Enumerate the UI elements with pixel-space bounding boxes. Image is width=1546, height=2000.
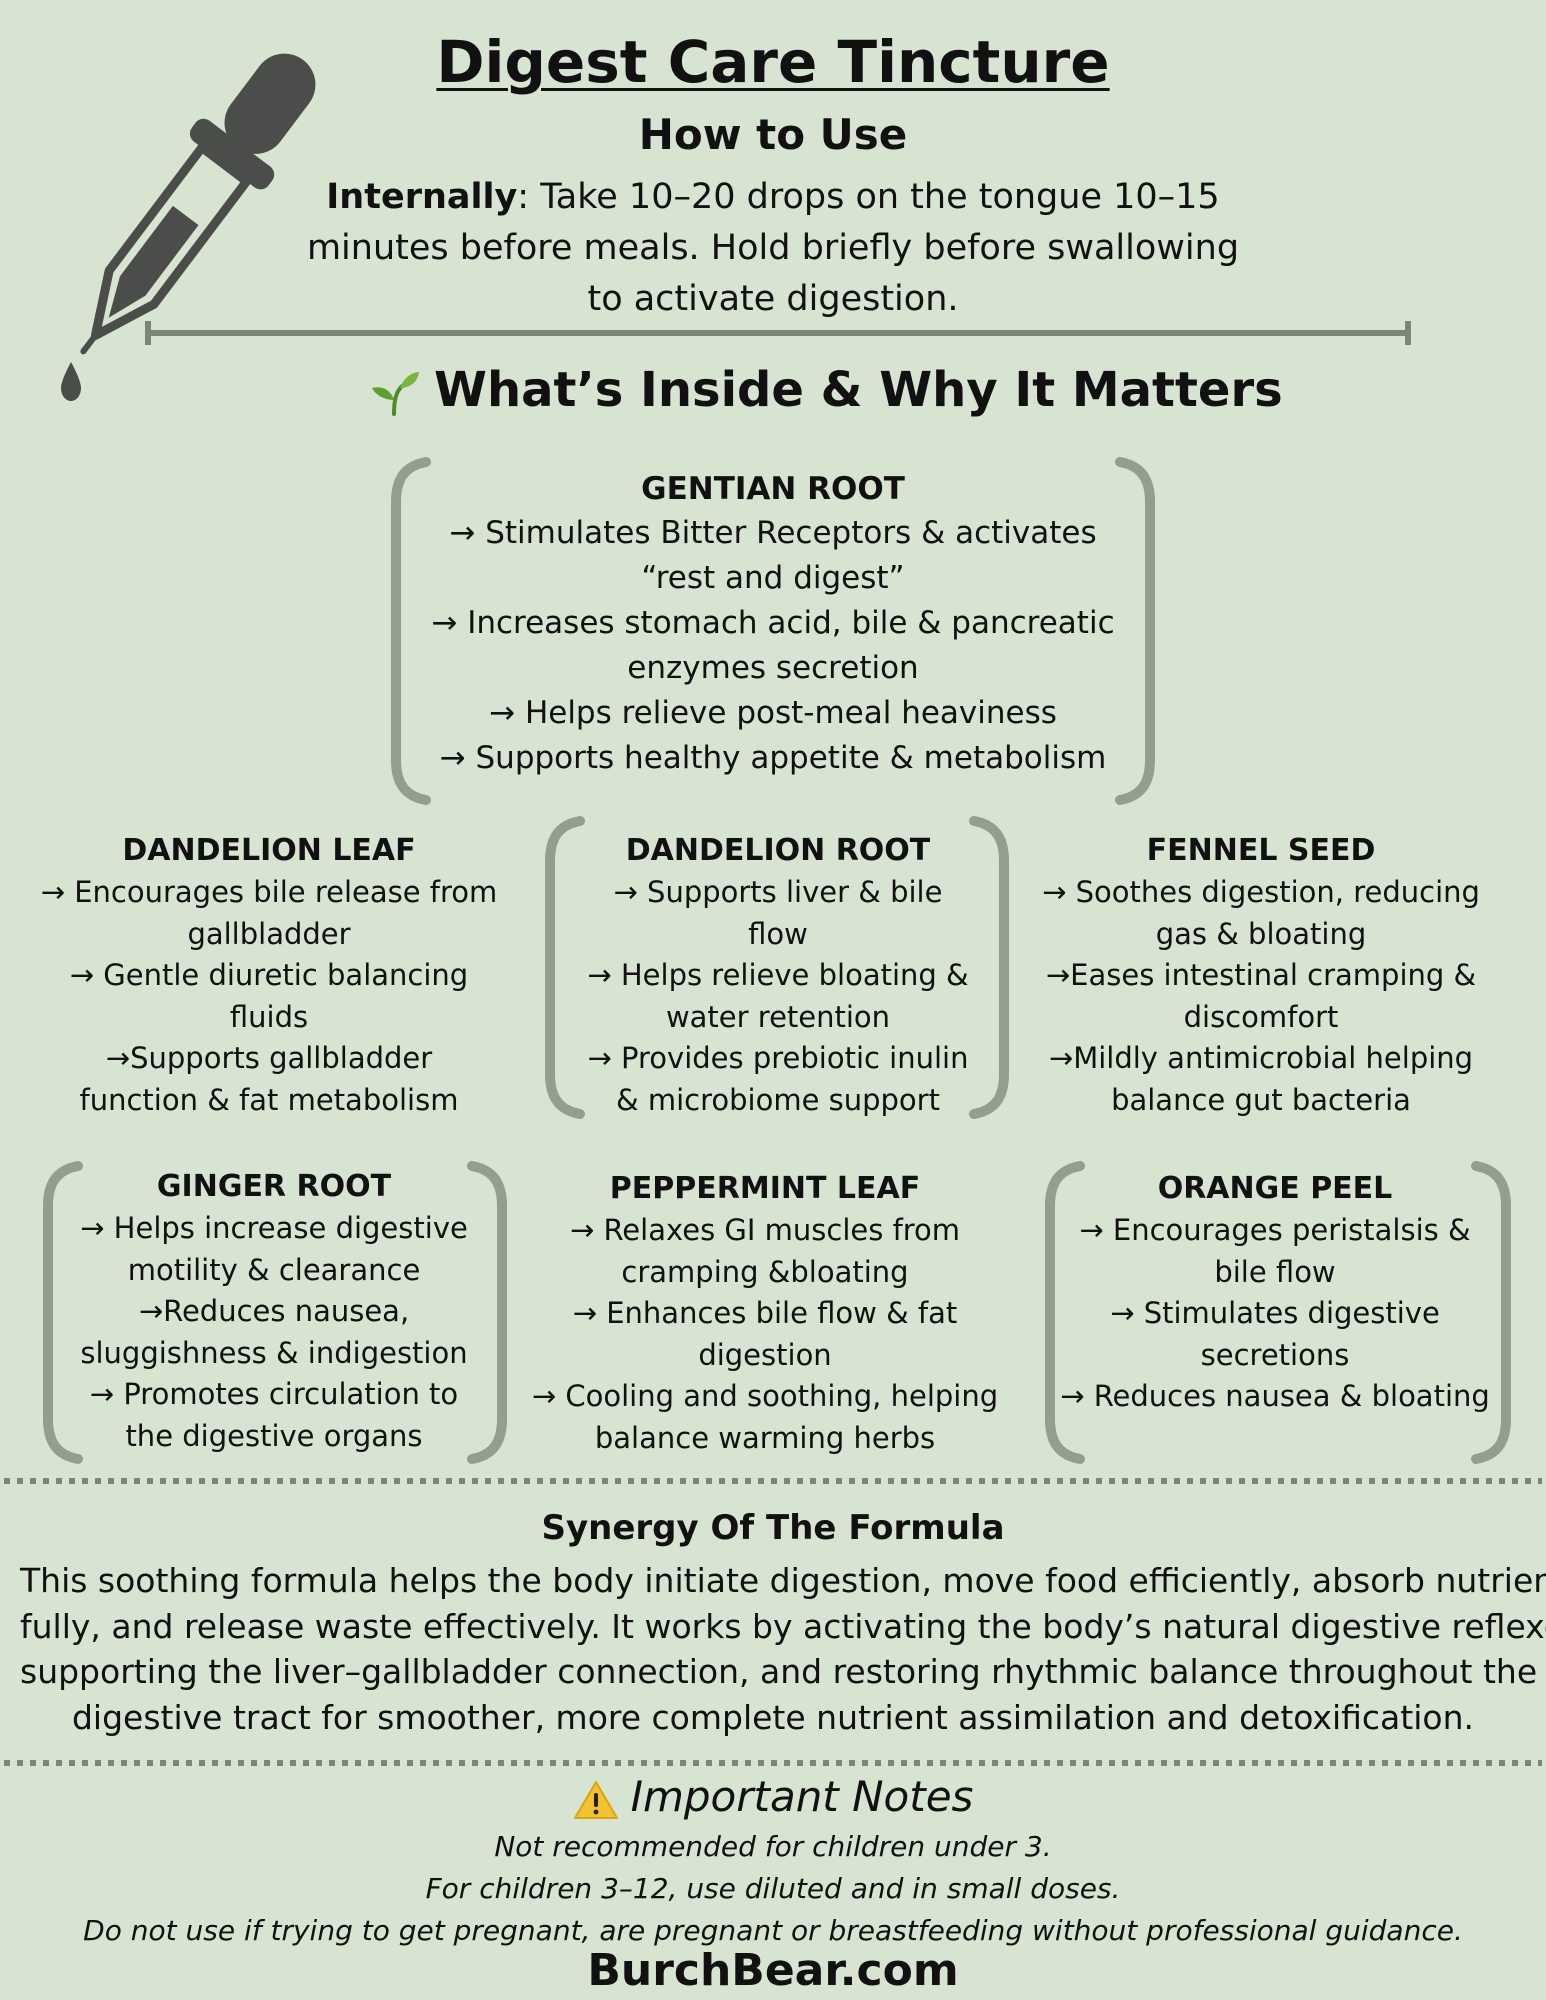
herb-benefit: → Provides prebiotic inulin — [587, 1041, 969, 1075]
herb-benefit: sluggishness & indigestion — [80, 1335, 468, 1370]
bracket-right — [969, 816, 1009, 1119]
section-divider — [145, 321, 1411, 345]
usage-line-2: minutes before meals. Hold briefly befor… — [306, 228, 1240, 268]
synergy-text: This soothing formula helps the body ini… — [20, 1558, 1546, 1740]
sprout-icon — [372, 372, 419, 416]
bracket-right — [1115, 457, 1155, 805]
herb-name: ORANGE PEEL — [1157, 1171, 1393, 1206]
synergy-line: fully, and release waste effectively. It… — [20, 1606, 1546, 1646]
herb-benefit: gallbladder — [187, 916, 351, 951]
herb-name: GINGER ROOT — [156, 1169, 392, 1204]
herb-benefit: → Increases stomach acid, bile & pancrea… — [431, 605, 1115, 641]
herb-benefit: the digestive organs — [125, 1418, 423, 1453]
inside-heading: What’s Inside & Why It Matters — [370, 362, 1283, 418]
dotted-divider — [4, 1478, 1542, 1484]
herb-benefit: →Mildly antimicrobial helping — [1048, 1041, 1474, 1075]
herb-benefit: secretions — [1200, 1337, 1350, 1372]
herb-benefit: balance gut bacteria — [1111, 1082, 1411, 1117]
herb-name: GENTIAN ROOT — [641, 471, 905, 507]
page-title: Digest Care Tincture — [436, 28, 1110, 96]
herb-benefit: water retention — [665, 999, 891, 1034]
herb-card-fennel-seed: FENNEL SEED → Soothes digestion, reducin… — [1030, 830, 1492, 1121]
herb-card-dandelion-root: DANDELION ROOT → Supports liver & bile f… — [560, 830, 996, 1121]
herb-card-ginger-root: GINGER ROOT → Helps increase digestive m… — [64, 1166, 484, 1457]
herb-card-gentian-root: GENTIAN ROOT → Stimulates Bitter Recepto… — [400, 467, 1146, 781]
herb-benefit: → Encourages peristalsis & — [1079, 1213, 1471, 1247]
herb-benefit: digestion — [698, 1337, 832, 1372]
important-notes: Not recommended for children under 3. Fo… — [20, 1826, 1526, 1952]
herb-benefit: →Reduces nausea, — [138, 1294, 410, 1328]
note-line: Do not use if trying to get pregnant, ar… — [83, 1914, 1463, 1947]
herb-benefit: motility & clearance — [127, 1252, 421, 1287]
herb-card-orange-peel: ORANGE PEEL → Encourages peristalsis & b… — [1060, 1168, 1490, 1418]
herb-benefit: →Supports gallbladder — [105, 1041, 433, 1075]
bracket-left — [545, 816, 585, 1119]
herb-benefit: → Supports liver & bile — [613, 875, 943, 909]
herb-benefit: → Supports healthy appetite & metabolism — [439, 740, 1107, 776]
herb-benefit: → Stimulates digestive — [1110, 1296, 1440, 1330]
herb-benefit: → Enhances bile flow & fat — [572, 1296, 958, 1330]
herb-benefit: → Cooling and soothing, helping — [531, 1379, 999, 1413]
synergy-line: digestive tract for smoother, more compl… — [71, 1697, 1474, 1737]
usage-line-3: to activate digestion. — [587, 279, 959, 319]
herb-benefit: function & fat metabolism — [79, 1082, 459, 1117]
bracket-left — [1045, 1161, 1085, 1464]
note-line: Not recommended for children under 3. — [494, 1830, 1052, 1863]
herb-benefit: fluids — [229, 999, 309, 1034]
usage-lead: Internally — [326, 177, 518, 217]
important-notes-heading: Important Notes — [400, 1772, 1146, 1821]
herb-benefit: → Stimulates Bitter Receptors & activate… — [449, 515, 1097, 551]
synergy-line: This soothing formula helps the body ini… — [20, 1561, 1546, 1600]
herb-card-dandelion-leaf: DANDELION LEAF → Encourages bile release… — [30, 830, 508, 1121]
dropper-icon — [61, 53, 316, 401]
warning-icon — [573, 1780, 618, 1819]
herb-benefit: flow — [748, 916, 808, 951]
herb-benefit: → Helps increase digestive — [80, 1211, 468, 1245]
herb-benefit: “rest and digest” — [641, 560, 905, 596]
how-to-use-heading: How to Use — [638, 110, 908, 159]
herb-benefit: → Encourages bile release from — [40, 875, 498, 909]
herb-benefit: enzymes secretion — [627, 650, 919, 686]
usage-line-1: : Take 10–20 drops on the tongue 10–15 — [517, 177, 1220, 217]
herb-benefit: discomfort — [1183, 999, 1339, 1034]
herb-benefit: → Reduces nausea & bloating — [1060, 1379, 1490, 1413]
herb-benefit: → Relaxes GI muscles from — [569, 1213, 961, 1247]
herb-benefit: bile flow — [1214, 1254, 1336, 1289]
bracket-right — [1471, 1161, 1511, 1464]
herb-benefit: gas & bloating — [1155, 916, 1367, 951]
herb-benefit: → Helps relieve bloating & — [587, 958, 969, 992]
herb-card-peppermint-leaf: PEPPERMINT LEAF → Relaxes GI muscles fro… — [525, 1168, 1005, 1459]
herb-benefit: balance warming herbs — [594, 1420, 936, 1455]
bracket-left — [43, 1161, 83, 1464]
herb-name: DANDELION LEAF — [122, 833, 416, 868]
herb-benefit: cramping &bloating — [621, 1254, 909, 1289]
usage-instructions: Internally: Take 10–20 drops on the tong… — [290, 172, 1256, 325]
herb-name: DANDELION ROOT — [625, 833, 931, 868]
dotted-divider — [4, 1760, 1542, 1766]
bracket-right — [467, 1161, 507, 1464]
synergy-heading: Synergy Of The Formula — [541, 1508, 1005, 1548]
herb-benefit: → Gentle diuretic balancing — [69, 958, 469, 992]
herb-benefit: →Eases intestinal cramping & — [1045, 958, 1477, 992]
herb-benefit: → Soothes digestion, reducing — [1042, 875, 1480, 909]
synergy-line: supporting the liver–gallbladder connect… — [20, 1652, 1538, 1691]
herb-name: FENNEL SEED — [1146, 833, 1376, 868]
herb-benefit: & microbiome support — [616, 1082, 940, 1117]
bracket-left — [391, 457, 431, 805]
site-url: BurchBear.com — [587, 1945, 959, 1996]
herb-benefit: → Promotes circulation to — [89, 1377, 459, 1411]
note-line: For children 3–12, use diluted and in sm… — [425, 1872, 1121, 1905]
herb-name: PEPPERMINT LEAF — [609, 1171, 921, 1206]
herb-benefit: → Helps relieve post-meal heaviness — [489, 695, 1057, 731]
